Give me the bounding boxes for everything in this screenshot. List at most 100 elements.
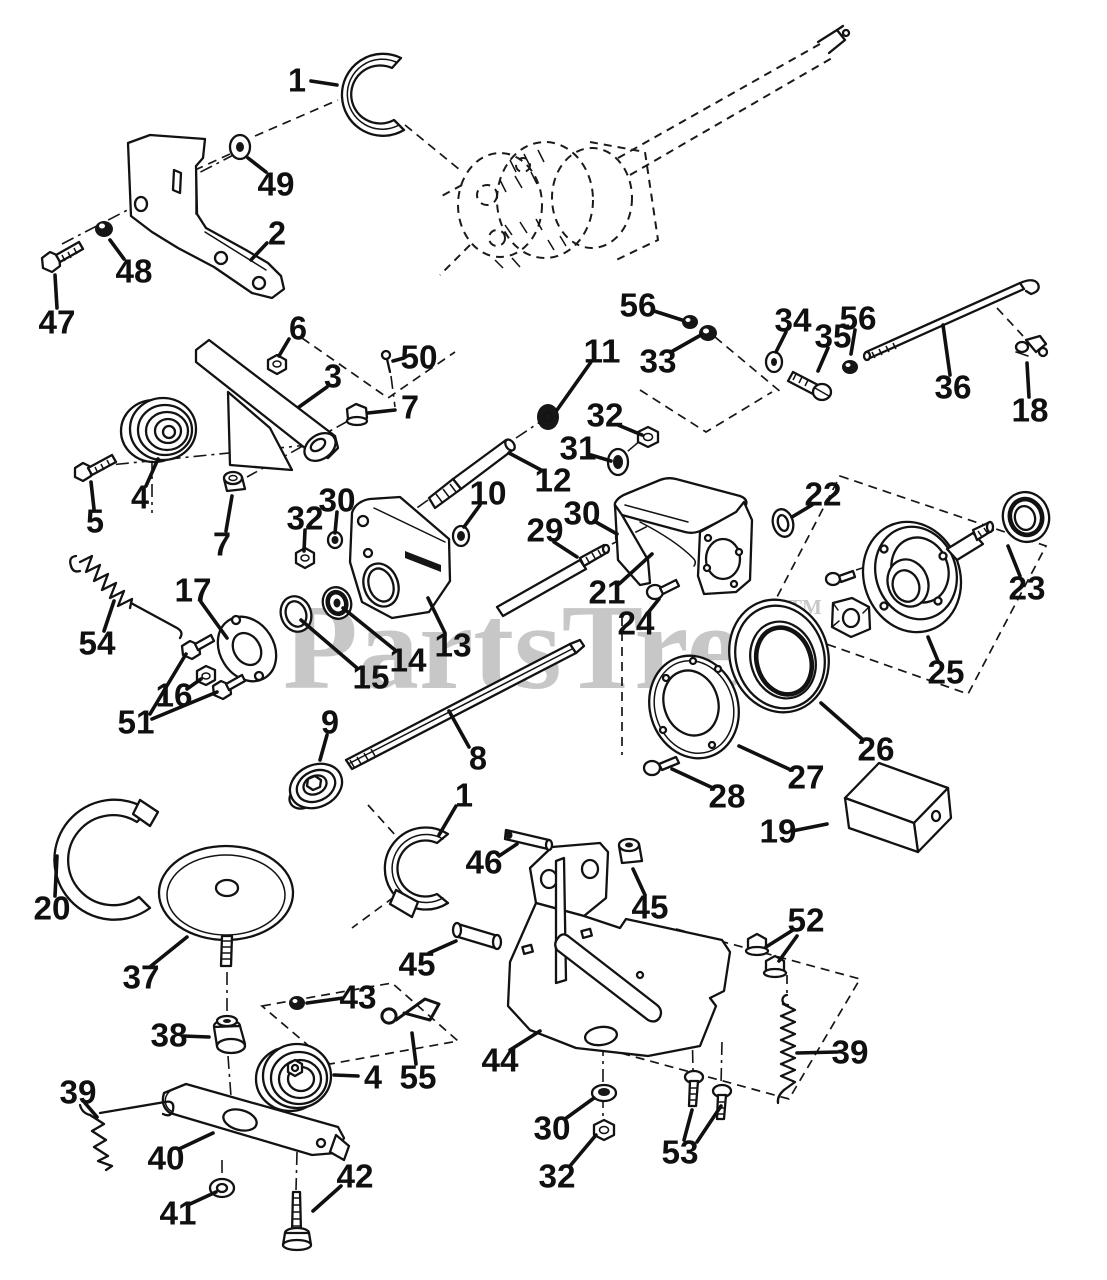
ghost-transmission <box>437 24 851 276</box>
part-pulley-9 <box>288 762 344 810</box>
leader-line <box>795 1050 839 1055</box>
callout-label: 23 <box>1009 570 1046 607</box>
callout-label: 10 <box>470 475 507 512</box>
callout-label: 25 <box>928 654 965 691</box>
callout-label: 27 <box>788 759 825 796</box>
leader-line <box>1025 361 1031 399</box>
leader-line <box>366 408 397 415</box>
part-pulley-4-top <box>119 396 198 464</box>
part-washer-10 <box>451 524 471 548</box>
leader-line <box>391 356 406 363</box>
part-nut-33 <box>699 325 717 341</box>
part-pulley-26 <box>728 598 830 714</box>
part-washer-30-bottom <box>590 1083 618 1103</box>
leader-line <box>1006 544 1022 578</box>
callout-label: 44 <box>482 1042 520 1079</box>
callout-label: 7 <box>213 526 231 563</box>
part-bolt-47 <box>40 240 85 274</box>
leader-line <box>774 330 788 354</box>
callout-label: 37 <box>123 959 160 996</box>
leader-line <box>737 744 793 772</box>
leader-line <box>631 867 647 897</box>
part-bolt-5 <box>73 453 118 483</box>
leader-line <box>926 635 940 663</box>
part-bearing-23 <box>1001 490 1051 544</box>
part-cover-19 <box>843 761 953 854</box>
callout-label: 54 <box>79 625 117 662</box>
part-housing-13 <box>348 495 452 620</box>
callout-label: 51 <box>118 704 155 741</box>
callout-label: 29 <box>527 512 564 549</box>
callout-label: 41 <box>160 1195 197 1232</box>
part-washer-41 <box>208 1177 236 1199</box>
leader-line <box>849 328 857 356</box>
leader-line <box>497 842 519 858</box>
part-bushing-38 <box>212 1014 247 1055</box>
part-bracket-21 <box>613 477 754 596</box>
leader-line <box>83 1101 99 1119</box>
leader-line <box>108 238 126 261</box>
callout-label: 18 <box>1012 392 1049 429</box>
callout-label: 1 <box>288 62 306 99</box>
part-washer-31 <box>606 447 630 477</box>
callout-label: 9 <box>321 704 339 741</box>
part-nut-16 <box>195 664 217 687</box>
part-nut-56-right <box>842 360 858 374</box>
part-nut-7-upper <box>345 402 369 427</box>
part-bracket-44 <box>506 841 732 1058</box>
part-bolt-24 <box>645 578 681 601</box>
callout-label: 33 <box>640 343 677 380</box>
leader-line <box>318 733 329 762</box>
leader-line <box>552 540 579 559</box>
leader-line <box>224 494 234 533</box>
callout-label: 30 <box>564 495 601 532</box>
callout-label: 2 <box>268 215 286 252</box>
leader-line <box>188 1190 218 1206</box>
part-nut-6 <box>266 353 288 376</box>
part-hub-25 <box>861 520 995 634</box>
part-bushing-45-right <box>617 837 644 865</box>
callout-label: 35 <box>815 318 852 355</box>
leader-line <box>695 1104 723 1144</box>
leader-line <box>437 804 458 837</box>
part-clamp-18 <box>1014 334 1049 358</box>
callout-label: 4 <box>364 1059 383 1096</box>
part-bolt-28 <box>642 755 681 777</box>
leader-line <box>297 385 329 409</box>
leader-line <box>150 690 219 721</box>
leader-line <box>426 596 447 635</box>
callout-label: 45 <box>632 889 669 926</box>
leader-line <box>563 1096 596 1121</box>
part-bushing-45-left <box>451 921 503 951</box>
callout-label: 40 <box>148 1140 185 1177</box>
leader-line <box>777 934 799 963</box>
part-belt-segment-top <box>340 52 406 137</box>
callout-label: 56 <box>840 300 877 337</box>
leader-line <box>185 677 203 691</box>
callout-label: 38 <box>151 1017 188 1054</box>
part-bracket-2 <box>126 133 286 300</box>
leader-line <box>333 510 339 535</box>
leader-line <box>568 1133 598 1168</box>
part-washer-22 <box>771 508 795 538</box>
callout-label: 43 <box>340 979 377 1016</box>
callout-label: 34 <box>775 302 813 339</box>
callout-label: 31 <box>560 430 597 467</box>
leader-line <box>819 701 864 741</box>
leader-line <box>592 519 619 536</box>
callout-label: 39 <box>832 1034 869 1071</box>
callout-label: 13 <box>435 627 472 664</box>
callout-label: 8 <box>469 740 487 777</box>
part-nut-43 <box>289 996 305 1010</box>
leader-line <box>299 618 359 670</box>
callout-label: 39 <box>60 1074 97 1111</box>
leader-line <box>246 156 268 174</box>
leader-line <box>645 597 661 616</box>
leader-line <box>302 528 307 553</box>
callout-label: 22 <box>805 476 842 513</box>
callout-label: 1 <box>455 777 473 814</box>
leader-line <box>199 600 229 640</box>
leader-line <box>53 273 59 310</box>
leader-line <box>148 652 188 716</box>
leader-line <box>670 767 715 790</box>
